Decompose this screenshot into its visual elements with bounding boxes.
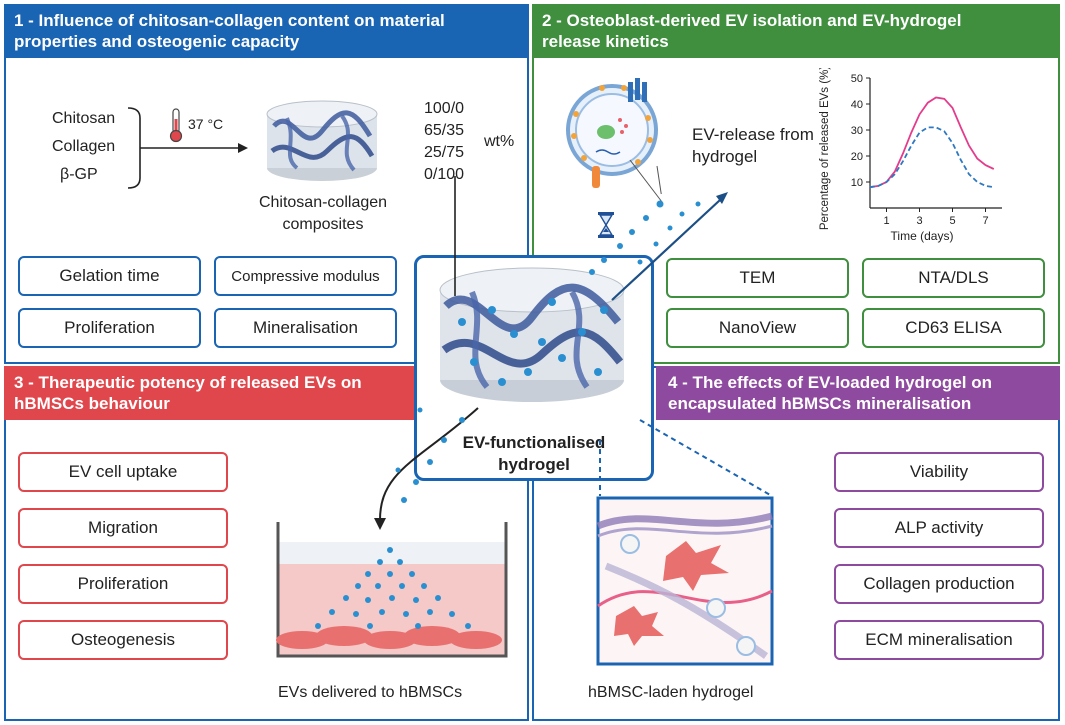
delivered-label: EVs delivered to hBMSCs xyxy=(278,684,463,701)
laden-label: hBMSC-laden hydrogel xyxy=(588,684,754,701)
ev-cell-uptake-box: EV cell uptake xyxy=(18,452,228,492)
panel-1-header: 1 - Influence of chitosan-collagen conte… xyxy=(4,4,529,58)
tem-box: TEM xyxy=(666,258,849,298)
ecm-mineralisation-box: ECM mineralisation xyxy=(834,620,1044,660)
chart-xlabel: Time (days) xyxy=(891,229,954,243)
culture-well-illustration xyxy=(276,522,508,658)
osteogenesis-box: Osteogenesis xyxy=(18,620,228,660)
viability-box: Viability xyxy=(834,452,1044,492)
proliferation-label-3: Proliferation xyxy=(77,574,169,593)
chart-ylabel: Percentage of released EVs (%) xyxy=(819,68,831,230)
nta-dls-box: NTA/DLS xyxy=(862,258,1045,298)
alp-activity-label: ALP activity xyxy=(894,518,984,537)
chart-series-line-2 xyxy=(869,126,994,189)
center-label: EV-functionalised hydrogel xyxy=(462,433,606,474)
temperature-label: 37 °C xyxy=(188,116,224,132)
ecm-mineralisation-label: ECM mineralisation xyxy=(865,630,1013,649)
migration-box: Migration xyxy=(18,508,228,548)
chart-y-tick-label: 40 xyxy=(851,99,863,111)
osteogenesis-label: Osteogenesis xyxy=(71,630,175,649)
alp-activity-box: ALP activity xyxy=(834,508,1044,548)
hbmsc-laden-hydrogel-illustration xyxy=(596,496,774,666)
ratio-unit: wt% xyxy=(484,133,515,150)
ratio-0-100: 0/100 xyxy=(424,166,465,183)
cd63-elisa-label: CD63 ELISA xyxy=(905,318,1002,337)
proliferation-box-1: Proliferation xyxy=(18,308,201,348)
cd63-elisa-box: CD63 ELISA xyxy=(862,308,1045,348)
mineralisation-box: Mineralisation xyxy=(214,308,397,348)
compressive-modulus-label: Compressive modulus xyxy=(231,267,380,285)
chart-x-tick-label: 3 xyxy=(916,215,922,227)
collagen-production-label: Collagen production xyxy=(863,574,1015,593)
panel-3-header: 3 - Therapeutic potency of released EVs … xyxy=(4,366,414,420)
gelation-time-box: Gelation time xyxy=(18,256,201,296)
chart-y-tick-label: 50 xyxy=(851,73,863,85)
release-chart: 1 3 5 7 10 20 30 40 50 Time (days) Percentage of… xyxy=(819,68,1002,243)
compressive-modulus-box: Compressive modulus xyxy=(214,256,397,296)
chart-y-tick-label: 10 xyxy=(851,177,863,189)
chart-series-line-1 xyxy=(869,96,995,189)
nta-dls-label: NTA/DLS xyxy=(918,268,989,287)
panel-4-header: 4 - The effects of EV-loaded hydrogel on… xyxy=(656,366,1060,420)
input-chitosan: Chitosan xyxy=(52,110,116,127)
collagen-production-box: Collagen production xyxy=(834,564,1044,604)
input-collagen: Collagen xyxy=(52,138,116,155)
composite-label: Chitosan-collagen composites xyxy=(258,194,388,233)
ev-vesicle-icon xyxy=(566,78,662,194)
nanoview-box: NanoView xyxy=(666,308,849,348)
chart-y-tick-label: 20 xyxy=(851,151,863,163)
mineralisation-label: Mineralisation xyxy=(253,318,358,337)
panel-2-header: 2 - Osteoblast-derived EV isolation and … xyxy=(532,4,1060,58)
composite-hydrogel-icon xyxy=(266,100,378,181)
hourglass-icon xyxy=(598,212,614,238)
proliferation-box-3: Proliferation xyxy=(18,564,228,604)
tem-label: TEM xyxy=(739,268,776,287)
chart-x-tick-label: 7 xyxy=(982,215,988,227)
chart-x-tick-label: 5 xyxy=(949,215,955,227)
ev-cell-uptake-label: EV cell uptake xyxy=(68,462,178,481)
gelation-time-label: Gelation time xyxy=(59,266,160,285)
ratio-65-35: 65/35 xyxy=(424,122,465,139)
proliferation-label-1: Proliferation xyxy=(64,318,155,337)
thermometer-icon xyxy=(169,108,183,143)
input-bgp: β-GP xyxy=(60,166,98,183)
chart-y-tick-label: 30 xyxy=(851,125,863,137)
release-label: EV-release from hydrogel xyxy=(692,125,814,166)
ratio-25-75: 25/75 xyxy=(424,144,465,161)
nanoview-label: NanoView xyxy=(718,318,797,337)
migration-label: Migration xyxy=(88,518,158,537)
viability-label: Viability xyxy=(909,462,969,481)
chart-x-tick-label: 1 xyxy=(883,215,889,227)
ev-functionalised-hydrogel-icon xyxy=(439,267,625,402)
ratio-100-0: 100/0 xyxy=(424,100,465,117)
